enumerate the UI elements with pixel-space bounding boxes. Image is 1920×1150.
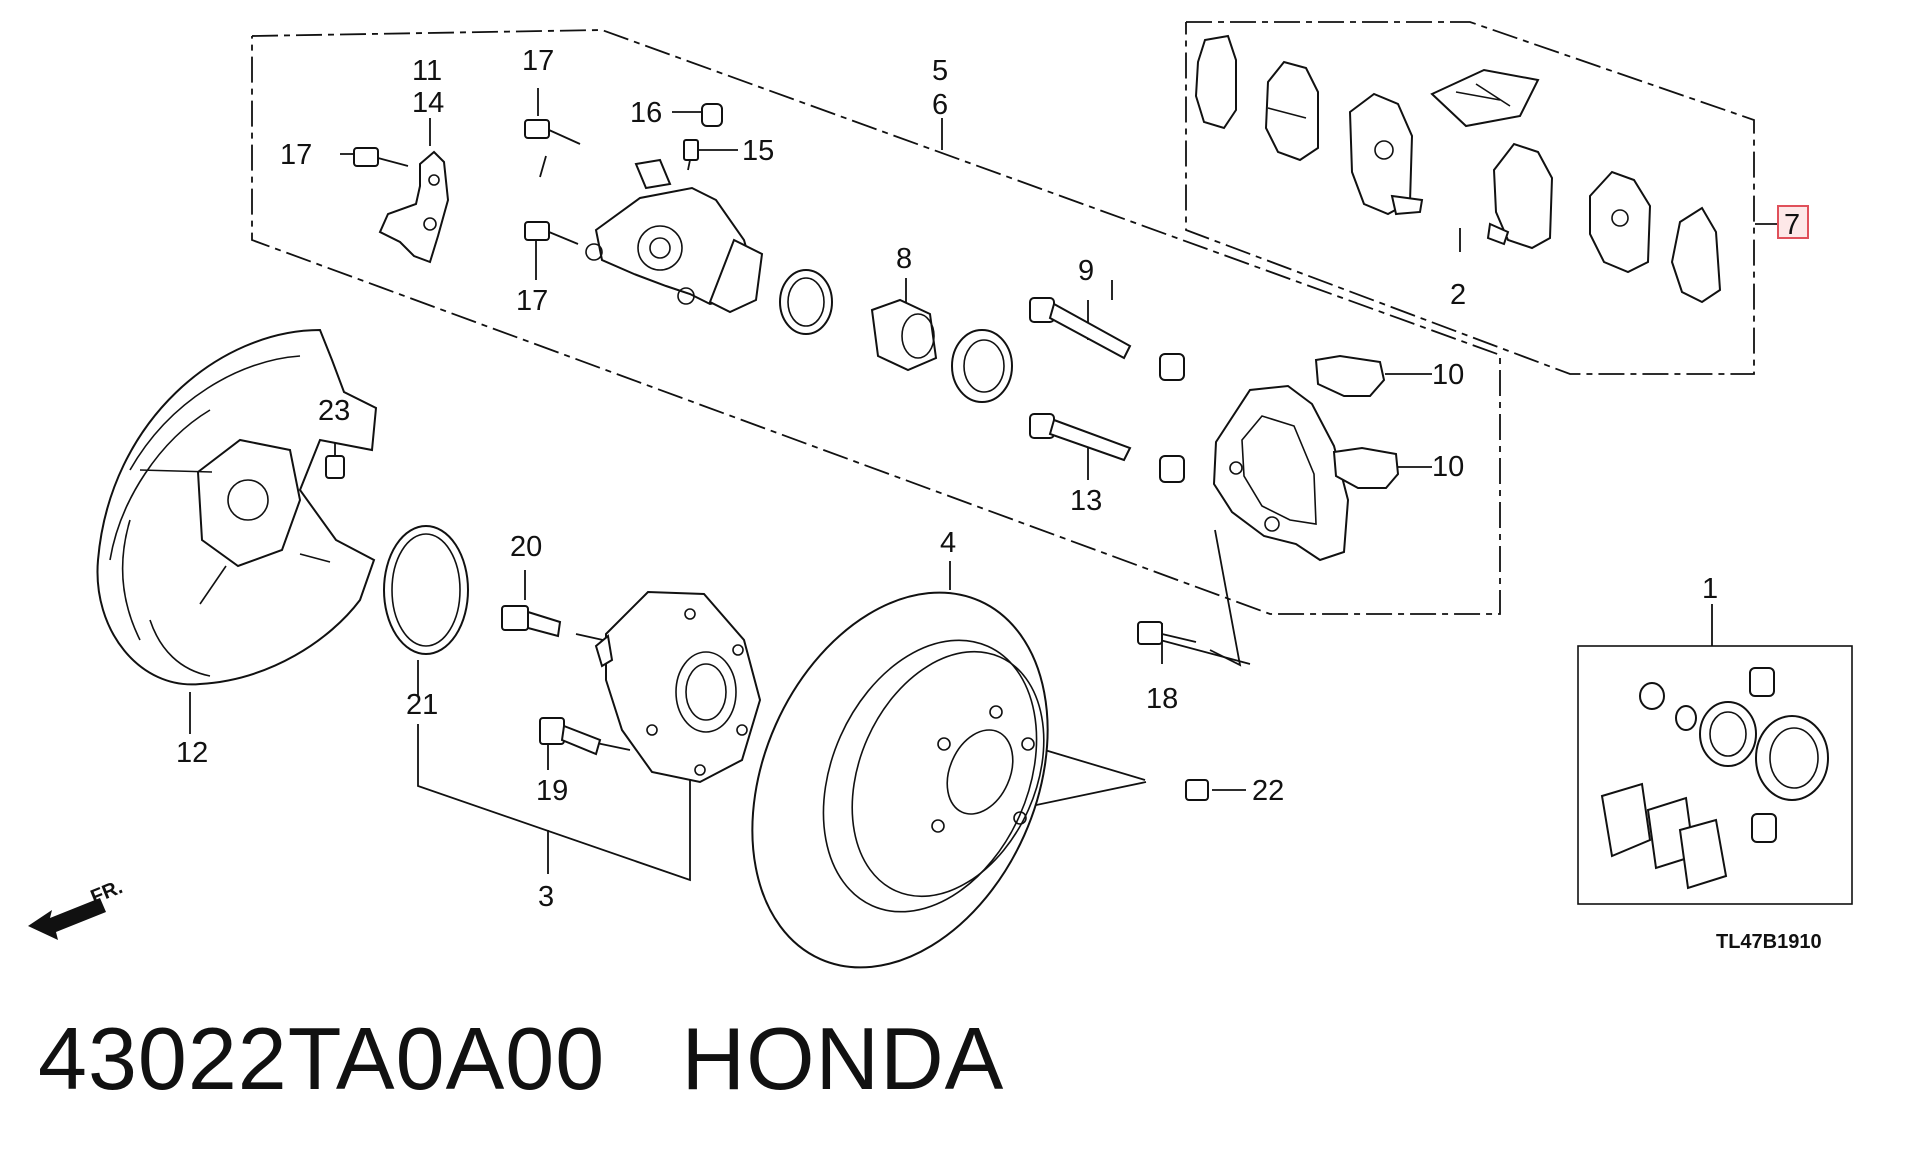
pin-boot-upper xyxy=(1159,353,1185,381)
callout-10-upper: 10 xyxy=(1432,359,1464,391)
brake-disc xyxy=(751,591,1049,969)
seal-kit-parts xyxy=(1600,667,1829,890)
callout-21: 21 xyxy=(406,689,438,721)
splash-guard xyxy=(96,328,378,686)
bolt-17-upper xyxy=(524,119,581,145)
callout-4: 4 xyxy=(940,527,956,559)
callout-19: 19 xyxy=(536,775,568,807)
callouts: 1 2 3 4 5 6 7 8 9 10 10 11 12 13 14 15 1… xyxy=(176,45,1800,913)
parking-brake-lever xyxy=(378,150,450,264)
callout-15: 15 xyxy=(742,135,774,167)
callout-17-low: 17 xyxy=(516,285,548,317)
callout-2: 2 xyxy=(1450,279,1466,311)
hub-bolt-20 xyxy=(501,605,562,638)
callout-9: 9 xyxy=(1078,255,1094,287)
direction-label: FR. xyxy=(88,876,126,908)
callout-8: 8 xyxy=(896,243,912,275)
bolt-17-left xyxy=(353,147,409,167)
callout-16: 16 xyxy=(630,97,662,129)
seal-kit-frame xyxy=(1577,645,1853,905)
brake-pad-4 xyxy=(1589,170,1652,274)
part-number: 43022TA0A00 xyxy=(38,1009,606,1108)
pad-shim-outer-left xyxy=(1194,34,1237,130)
brake-pad-3 xyxy=(1486,142,1554,250)
bleeder-cap-16 xyxy=(701,103,723,127)
hub-bearing-assembly xyxy=(594,590,762,784)
bolt-23 xyxy=(325,455,345,479)
part-caption: 43022TA0A00 HONDA xyxy=(38,1008,1004,1110)
piston-boot xyxy=(951,329,1013,403)
callout-18: 18 xyxy=(1146,683,1178,715)
callout-17-top: 17 xyxy=(522,45,554,77)
bracket-bolt-18 xyxy=(1137,621,1197,645)
brand-name: HONDA xyxy=(681,1009,1005,1108)
callout-10-lower: 10 xyxy=(1432,451,1464,483)
callout-17-left: 17 xyxy=(280,139,312,171)
callout-20: 20 xyxy=(510,531,542,563)
callout-12: 12 xyxy=(176,737,208,769)
caliper-assembly-frame xyxy=(251,29,1501,615)
disc-screw-22 xyxy=(1185,779,1209,801)
caliper-piston xyxy=(870,298,938,372)
diagram-code: TL47B1910 xyxy=(1716,931,1822,953)
callout-7: 7 xyxy=(1784,209,1800,241)
caliper-body xyxy=(585,158,764,314)
guide-pin-9 xyxy=(1029,297,1132,360)
callout-3: 3 xyxy=(538,881,554,913)
caliper-bracket xyxy=(1212,384,1350,562)
hub-o-ring-21 xyxy=(383,525,469,655)
pad-shim-outer-right xyxy=(1670,206,1722,304)
brake-pad-2-with-wear-clip xyxy=(1348,92,1424,216)
pad-set-frame xyxy=(1185,21,1755,375)
brake-pad-1 xyxy=(1264,60,1319,162)
hub-bolt-19 xyxy=(539,717,602,756)
callout-11: 11 xyxy=(412,55,442,87)
pin-boot-lower xyxy=(1159,455,1185,483)
pad-clip-lower xyxy=(1332,446,1400,489)
pad-grease-packet xyxy=(1430,68,1540,128)
guide-pin-13 xyxy=(1029,413,1132,462)
front-direction-arrow: FR. xyxy=(28,876,126,940)
piston-seal-ring xyxy=(779,269,833,335)
highlight-box-7 xyxy=(1777,205,1809,239)
callout-6: 6 xyxy=(932,89,948,121)
callout-13: 13 xyxy=(1070,485,1102,517)
bleeder-screw-15 xyxy=(683,139,699,171)
callout-1: 1 xyxy=(1702,573,1718,605)
pad-clip-upper xyxy=(1314,354,1386,397)
bolt-17-lower xyxy=(524,221,579,245)
callout-14: 14 xyxy=(412,87,444,119)
callout-22: 22 xyxy=(1252,775,1284,807)
callout-5: 5 xyxy=(932,55,948,87)
callout-23: 23 xyxy=(318,395,350,427)
